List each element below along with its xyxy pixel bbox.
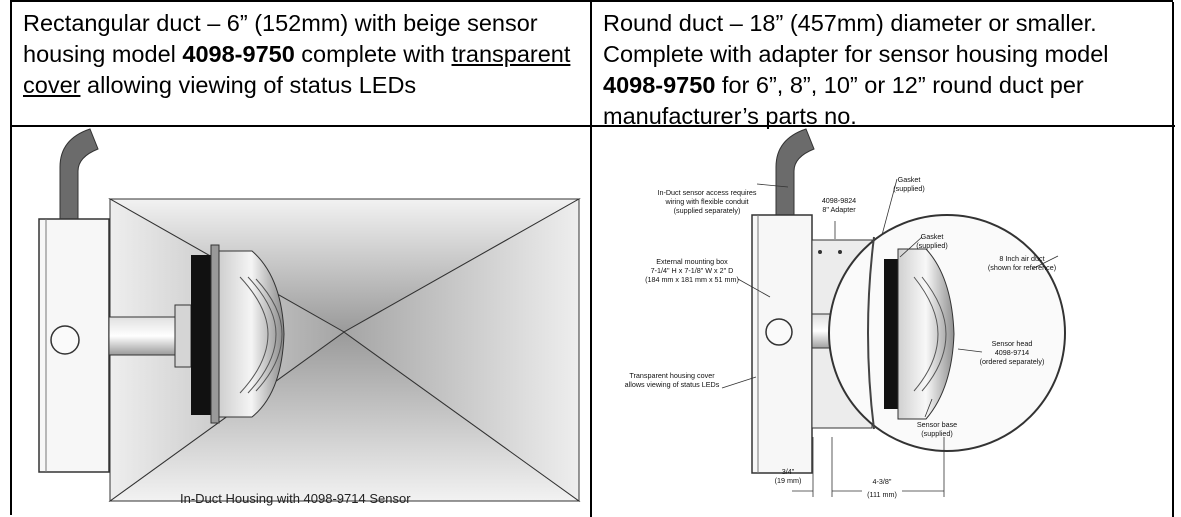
label-base-2: (supplied) [921, 429, 953, 438]
conduit-pipe-right [775, 128, 815, 216]
label-access-3: (supplied separately) [674, 206, 741, 215]
label-access-1: In-Duct sensor access requires [657, 188, 756, 197]
duct-right [343, 198, 580, 502]
label-adapter-2: 8" Adapter [822, 205, 856, 214]
table-right-border [1172, 2, 1174, 517]
label-adapter-1: 4098-9824 [822, 196, 856, 205]
label-box-1: External mounting box [656, 257, 728, 266]
label-duct-2: (shown for reference) [988, 263, 1056, 272]
label-cover-1: Transparent housing cover [629, 371, 715, 380]
label-box-3: (184 mm x 181 mm x 51 mm) [645, 275, 739, 284]
conduit-pipe [59, 128, 99, 220]
column-divider [590, 2, 592, 517]
row-divider [12, 125, 1175, 127]
left-model-number: 4098-9750 [182, 41, 295, 67]
right-model-number: 4098-9750 [603, 72, 716, 98]
knockout-circle [50, 325, 80, 355]
left-text-2: complete with [294, 41, 452, 67]
label-gasket-top-1: Gasket [898, 175, 921, 184]
label-box-2: 7-1/4" H x 7-1/8" W x 2" D [651, 266, 734, 275]
label-dim-a-2: (19 mm) [775, 476, 802, 485]
label-access-2: wiring with flexible conduit [664, 197, 748, 206]
left-text-3: allowing viewing of status LEDs [80, 72, 417, 98]
label-head-3: (ordered separately) [980, 357, 1045, 366]
left-caption: In-Duct Housing with 4098-9714 Sensor [180, 491, 411, 506]
spec-table: Rectangular duct – 6” (152mm) with beige… [10, 0, 1175, 517]
sensor-head-right [897, 248, 955, 420]
right-text-2: for 6”, 8”, 10” or 12” round duct per ma… [603, 72, 1084, 129]
left-description: Rectangular duct – 6” (152mm) with beige… [23, 8, 583, 101]
label-gasket-top-2: (supplied) [893, 184, 925, 193]
label-head-2: 4098-9714 [995, 348, 1029, 357]
label-duct-1: 8 Inch air duct [999, 254, 1044, 263]
left-underlined-text: transparent cover [23, 41, 571, 98]
right-description: Round duct – 18” (457mm) diameter or sma… [603, 8, 1168, 132]
left-text-1: Rectangular duct – 6” (152mm) with beige… [23, 10, 538, 67]
round-duct-drawing: In-Duct sensor access requires wiring wi… [625, 128, 1066, 499]
rectangular-duct-drawing: In-Duct Housing with 4098-9714 Sensor [38, 128, 581, 506]
label-dim-a-1: 3/4" [782, 467, 795, 476]
gasket [191, 255, 211, 415]
knockout-circle-right [765, 318, 793, 346]
label-head-1: Sensor head [992, 339, 1033, 348]
right-text-1: Round duct – 18” (457mm) diameter or sma… [603, 10, 1109, 67]
label-dim-b-1: 4-3/8" [873, 477, 892, 486]
label-base-1: Sensor base [917, 420, 957, 429]
label-gasket-mid-2: (supplied) [916, 241, 948, 250]
label-dim-b-2: (111 mm) [867, 490, 897, 499]
gasket-right [884, 259, 898, 409]
label-gasket-mid-1: Gasket [921, 232, 944, 241]
label-cover-2: allows viewing of status LEDs [625, 380, 720, 389]
